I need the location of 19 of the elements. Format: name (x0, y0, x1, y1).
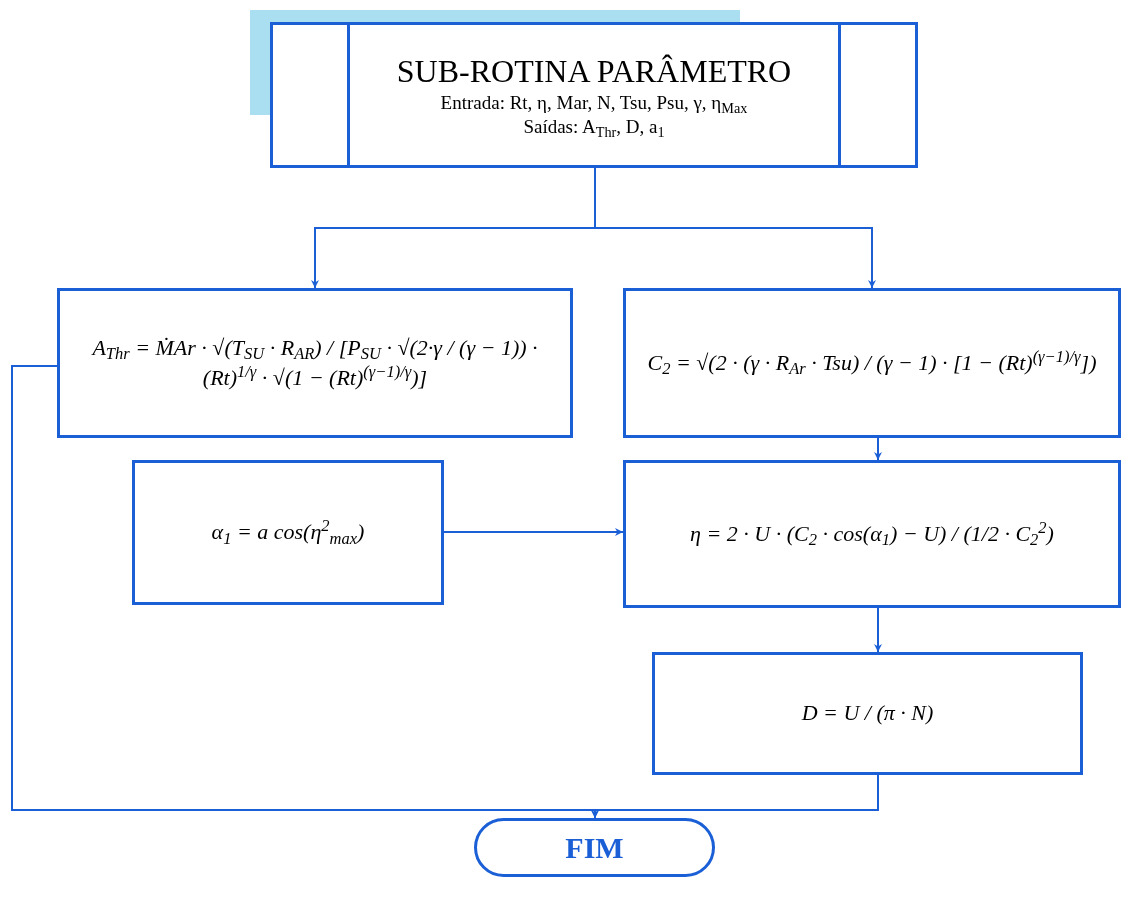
connector-arrow (591, 774, 879, 819)
formula: D = U / (π · N) (801, 699, 934, 728)
process-box (57, 288, 573, 438)
formula: C$_{2}$ = √(2 · (γ · R$_{Ar}$ · Tsu) / (γ − 1) · [1 − (Rt)$^{(γ−1)/γ}$]) (647, 347, 1097, 379)
formula: η = 2 · U · (C$_{2}$ · cos(α$_{1}$) − U) / (1/2 · C$_{2}$$^{2}$) (690, 518, 1054, 550)
connector-arrow (874, 437, 882, 461)
subroutine-io-text: Entrada: Rt, η, Mar, N, Tsu, Psu, γ, η$_{Max}$ (440, 91, 748, 115)
terminator-label: FIM (565, 830, 624, 866)
process-box (623, 460, 1121, 608)
process-box (623, 288, 1121, 438)
formula: A$_{Thr}$ = ṀAr · √(T$_{SU}$ · R$_{AR}$) / [P$_{SU}$ · √(2·γ / (γ − 1)) · (Rt)$^{1/γ}$ · √(1 − (Rt)$^{(γ−1)/γ}$)] (90, 333, 539, 392)
process-box (132, 460, 444, 605)
formula: α$_{1}$ = a cos(η$^{2}$$_{max}$) (211, 517, 365, 548)
subroutine-box (270, 22, 918, 168)
connector-arrow (874, 607, 882, 653)
process-box (652, 652, 1083, 775)
connector-arrow (443, 528, 624, 536)
subroutine-io-text: Saídas: A$_{Thr}$, D, a$_{1}$ (523, 115, 665, 139)
subroutine-title: SUB-ROTINA PARÂMETRO (396, 52, 792, 92)
